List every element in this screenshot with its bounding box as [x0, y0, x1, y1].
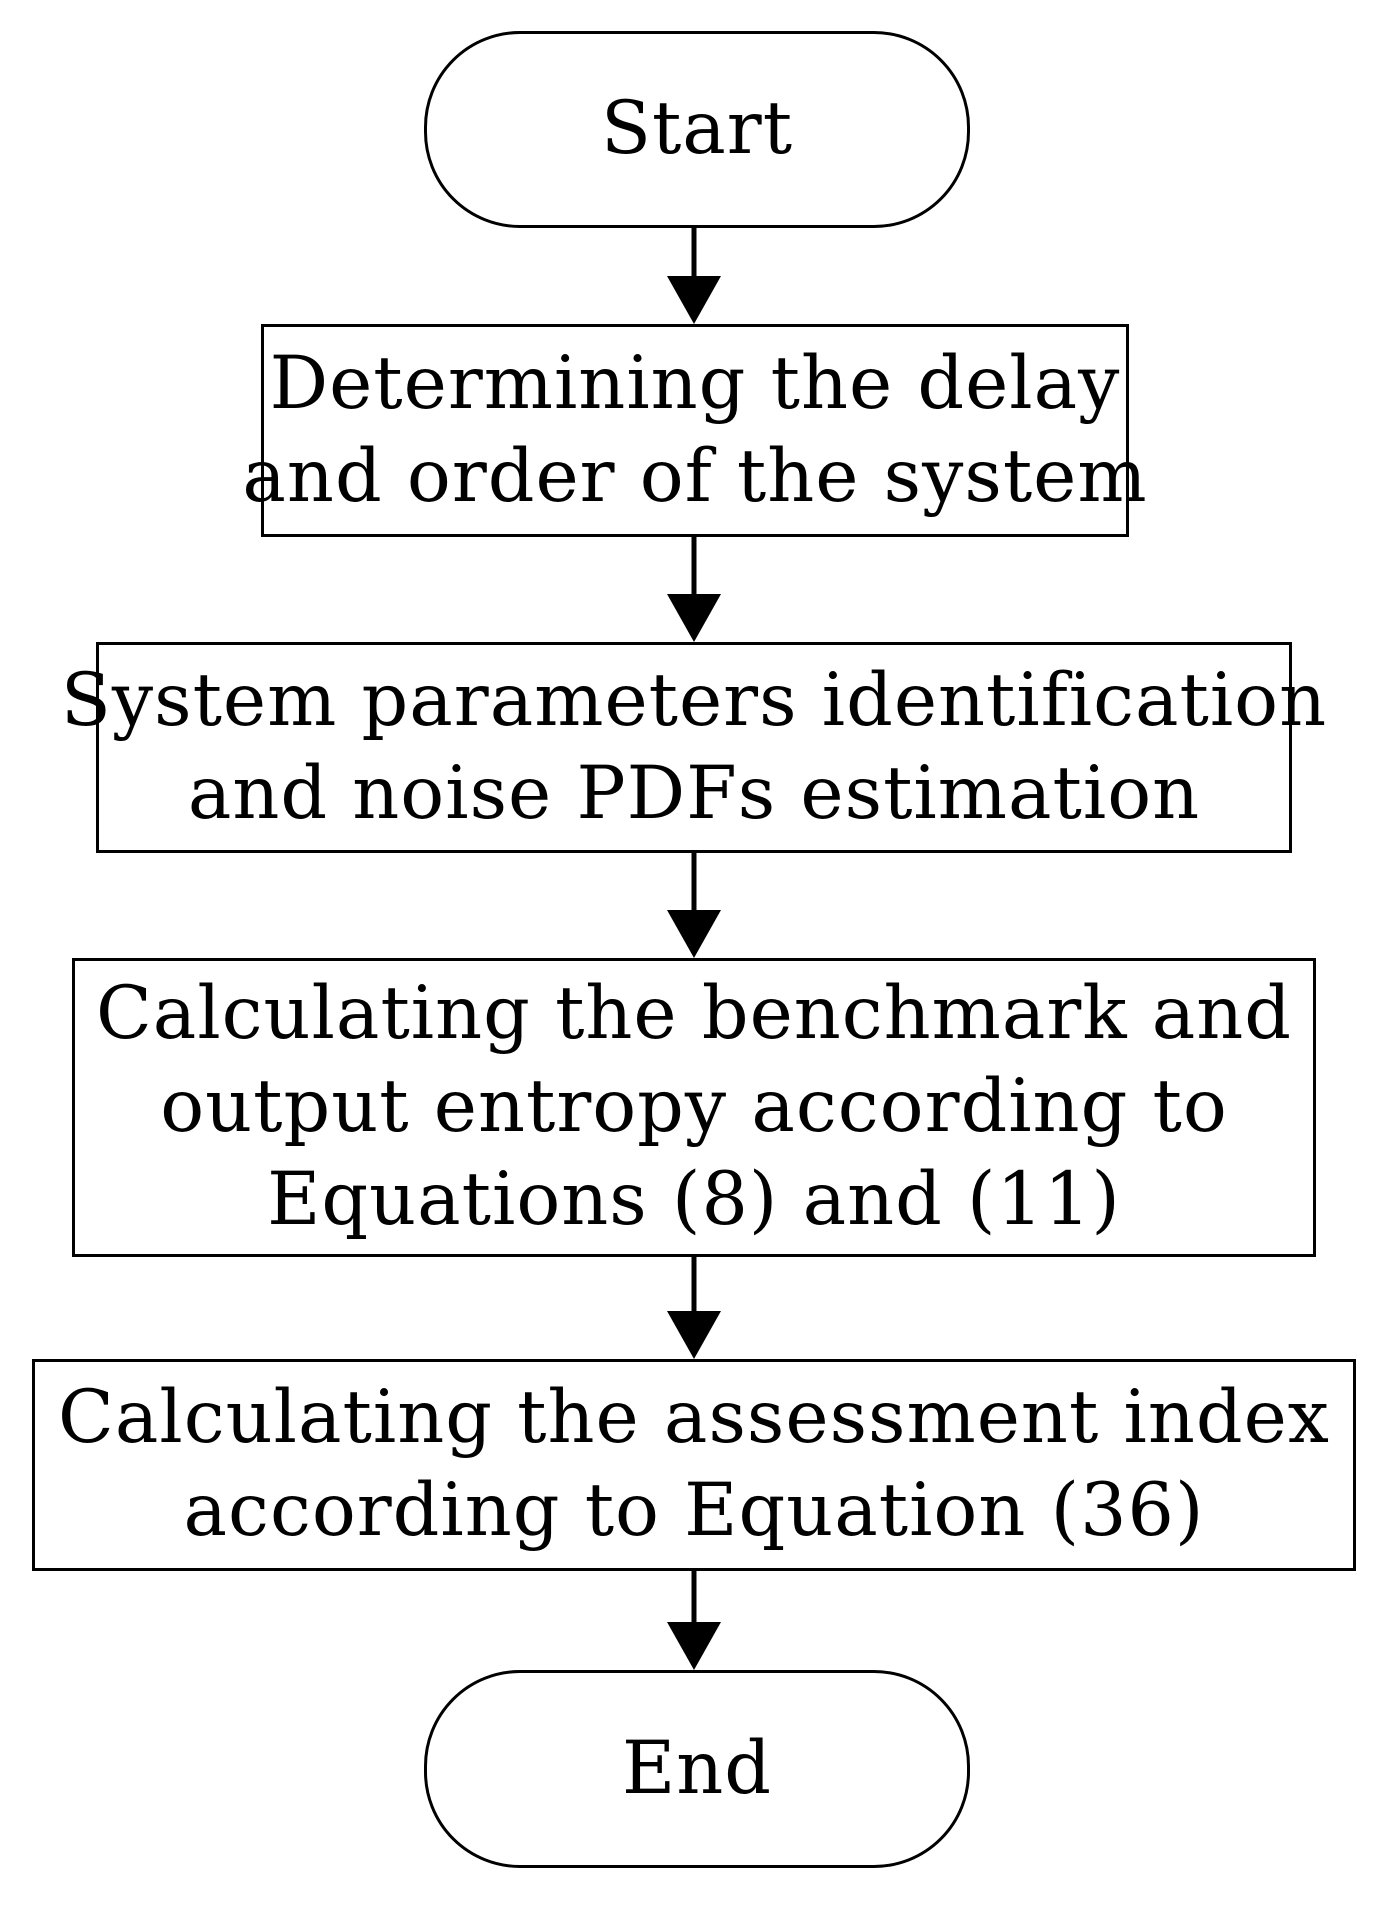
flow-arrow-step4-to-end: [667, 1571, 721, 1670]
arrow-shaft: [691, 537, 697, 598]
arrow-shaft: [691, 853, 697, 914]
node-text-line: System parameters identification: [60, 657, 1328, 743]
node-text-line: and noise PDFs estimation: [187, 750, 1201, 836]
terminator-end: End: [424, 1670, 970, 1868]
flow-arrow-step1-to-step2: [667, 537, 721, 642]
node-text-line: and order of the system: [242, 433, 1148, 519]
arrow-shaft: [691, 1571, 697, 1626]
arrowhead-down-icon: [667, 276, 721, 324]
node-text-line: Calculating the benchmark and: [95, 971, 1293, 1057]
flow-arrow-step3-to-step4: [667, 1257, 721, 1359]
node-label: Start: [600, 86, 794, 172]
process-system-parameters-identification: System parameters identification and noi…: [61, 642, 1326, 853]
arrow-shaft: [691, 228, 697, 280]
arrowhead-down-icon: [667, 910, 721, 958]
terminator-start: Start: [424, 31, 970, 228]
node-text-line: Calculating the assessment index: [58, 1375, 1330, 1461]
node-text-line: Equations (8) and (11): [267, 1156, 1121, 1242]
process-calculating-benchmark-output-entropy: Calculating the benchmark and output ent…: [72, 958, 1316, 1257]
arrowhead-down-icon: [667, 594, 721, 642]
process-determining-delay-order: Determining the delay and order of the s…: [242, 324, 1147, 537]
node-text-line: output entropy according to: [160, 1064, 1228, 1150]
node-text-line: Determining the delay: [269, 340, 1121, 426]
arrow-shaft: [691, 1257, 697, 1315]
arrowhead-down-icon: [667, 1622, 721, 1670]
node-text-line: according to Equation (36): [183, 1468, 1205, 1553]
arrowhead-down-icon: [667, 1311, 721, 1359]
process-calculating-assessment-index: Calculating the assessment index accordi…: [32, 1359, 1356, 1571]
flow-arrow-step2-to-step3: [667, 853, 721, 958]
flow-arrow-start-to-step1: [667, 228, 721, 324]
node-label: End: [621, 1725, 773, 1811]
